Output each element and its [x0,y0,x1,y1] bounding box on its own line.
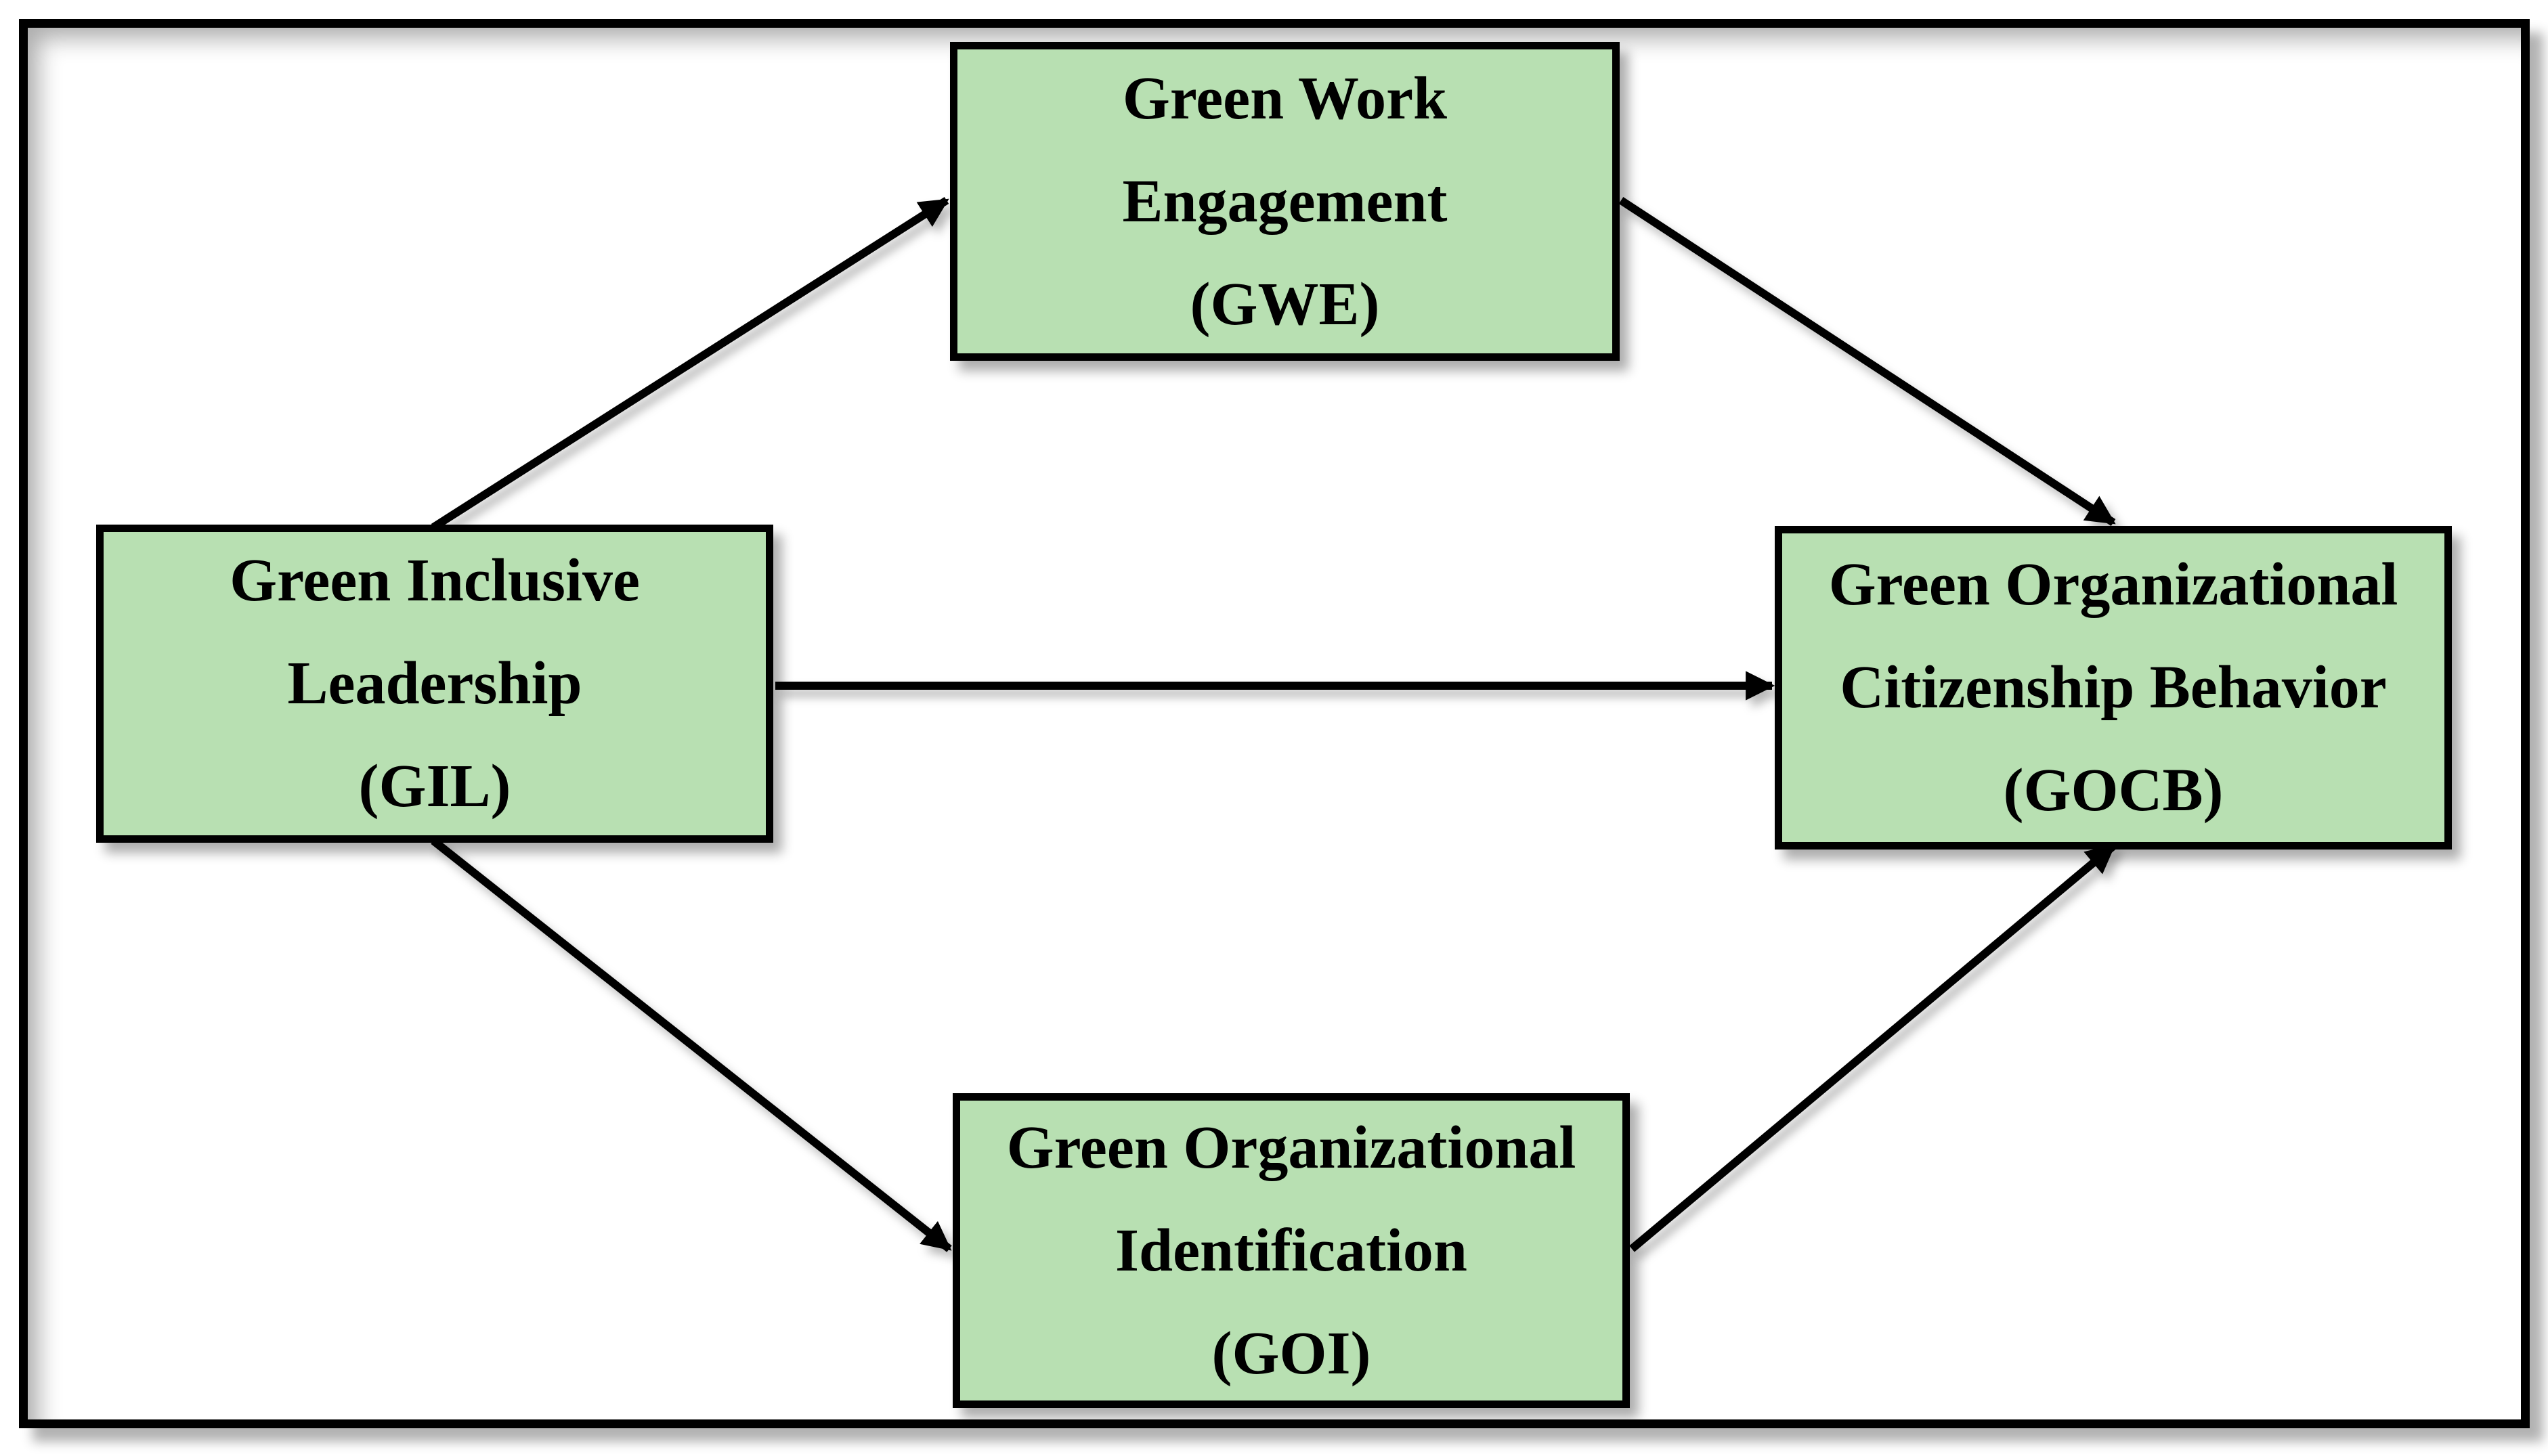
node-label-line: Green Inclusive [230,547,640,614]
node-label-line: Green Work [1122,64,1448,132]
outer-frame [19,19,2530,1428]
node-label-line: (GIL) [358,753,511,820]
node-label-line: Engagement [1122,167,1448,235]
arrow-gil-to-goi [431,837,952,1252]
node-label-line: Green Organizational [1828,551,2398,618]
node-green-organizational-citizenship-behavior: Green Organizational Citizenship Behavio… [1775,526,2452,850]
arrow-gil-to-gwe [431,196,949,531]
node-label-line: Leadership [287,650,582,717]
node-green-organizational-identification: Green Organizational Identification (GOI… [953,1093,1630,1408]
arrow-goi-to-gocb [1629,843,2116,1252]
node-label-line: Green Organizational [1006,1113,1576,1181]
node-label-line: (GOI) [1211,1319,1371,1387]
node-label-line: Citizenship Behavior [1840,654,2387,721]
node-green-inclusive-leadership: Green Inclusive Leadership (GIL) [96,525,773,843]
node-label-line: (GWE) [1190,270,1380,338]
node-label-line: (GOCB) [2003,757,2224,824]
node-green-work-engagement: Green Work Engagement (GWE) [950,42,1620,361]
node-label-line: Identification [1115,1216,1467,1284]
arrow-gwe-to-gocb [1618,196,2116,527]
